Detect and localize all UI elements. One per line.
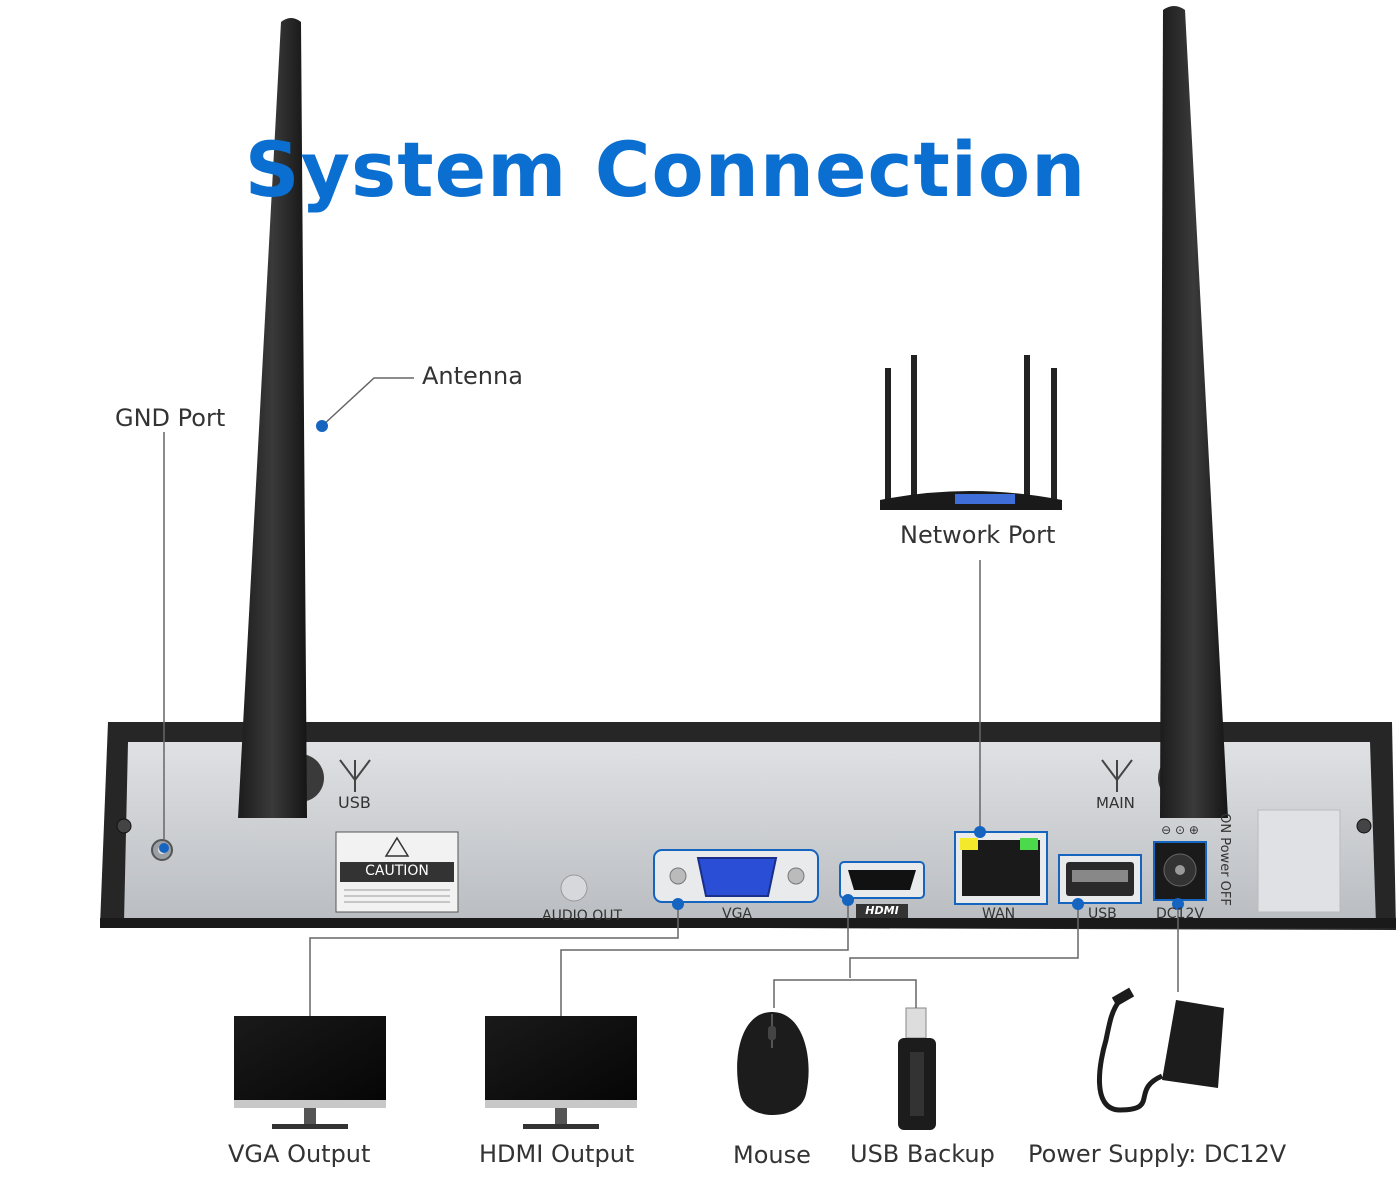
connector-lines [163,377,1179,1016]
hdmi-port-icon [839,861,925,918]
hdmi-logo-label: HDMI [865,904,899,917]
usb-port-label: USB [1088,906,1117,922]
wan-port-icon [954,831,1048,905]
wan-port-label: WAN [982,906,1016,922]
dc12v-label: DC12V [1156,906,1204,922]
usb-stick-icon [898,1007,936,1130]
router-icon [880,355,1062,510]
gnd-port-label: GND Port [115,404,226,432]
caution-label [335,831,459,913]
antenna-symbol-icon [339,759,1133,792]
caution-text: CAUTION [365,863,429,879]
audio-out-label: AUDIO OUT [542,908,623,924]
mouse-icon [737,1012,809,1115]
network-port-label: Network Port [900,521,1056,549]
page-title: System Connection [244,125,1087,214]
hdmi-output-label: HDMI Output [479,1140,635,1168]
usb-port-icon [1058,854,1142,904]
vga-port-icon [653,849,819,903]
usb-backup-label: USB Backup [850,1140,995,1168]
usb-antenna-label: USB [338,793,371,812]
antenna-left-icon [238,18,307,818]
power-switch-plate [1257,809,1341,913]
mouse-label: Mouse [733,1141,811,1169]
callout-dots [159,420,1184,910]
main-antenna-label: MAIN [1096,794,1135,812]
vga-port-label: VGA [722,906,753,922]
power-adapter-icon [1096,987,1224,1113]
antenna-right-icon [1160,6,1228,818]
vga-monitor-icon [234,1016,386,1129]
svg-text:⊖ ⊙ ⊕: ⊖ ⊙ ⊕ [1161,823,1199,837]
dc-power-jack-icon: ⊖ ⊙ ⊕ [1153,823,1207,901]
power-switch-label: ON Power OFF [1216,813,1232,906]
hdmi-monitor-icon [485,1016,637,1129]
antenna-label: Antenna [422,362,523,390]
audio-out-jack [560,874,588,902]
vga-output-label: VGA Output [228,1140,371,1168]
power-supply-label: Power Supply: DC12V [1028,1140,1287,1168]
